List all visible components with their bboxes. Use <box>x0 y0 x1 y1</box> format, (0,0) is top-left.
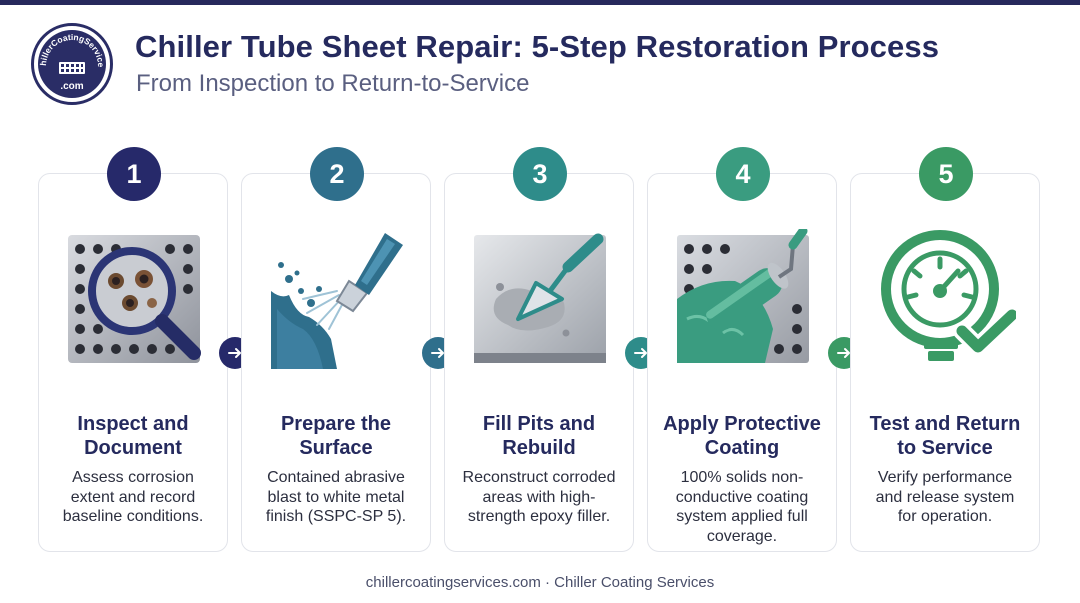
page-title: Chiller Tube Sheet Repair: 5-Step Restor… <box>135 29 940 64</box>
step-number-badge-2: 2 <box>310 147 364 201</box>
step-number-badge-4: 4 <box>716 147 770 201</box>
pressure-gauge-check-icon <box>876 229 1021 369</box>
step-number-badge-3: 3 <box>513 147 567 201</box>
step-number-badge-1: 1 <box>107 147 161 201</box>
magnifier-inspection-icon <box>64 229 204 369</box>
svg-text:.com: .com <box>60 81 83 92</box>
step-number-badge-5: 5 <box>919 147 973 201</box>
trowel-filler-icon <box>470 229 610 369</box>
paint-roller-icon <box>673 226 813 369</box>
top-accent-bar <box>0 0 1080 5</box>
abrasive-blast-nozzle-icon <box>267 229 407 369</box>
footer-text: chillercoatingservices.com · Chiller Coa… <box>365 574 715 591</box>
page-subtitle: From Inspection to Return-to-Service <box>136 70 530 97</box>
